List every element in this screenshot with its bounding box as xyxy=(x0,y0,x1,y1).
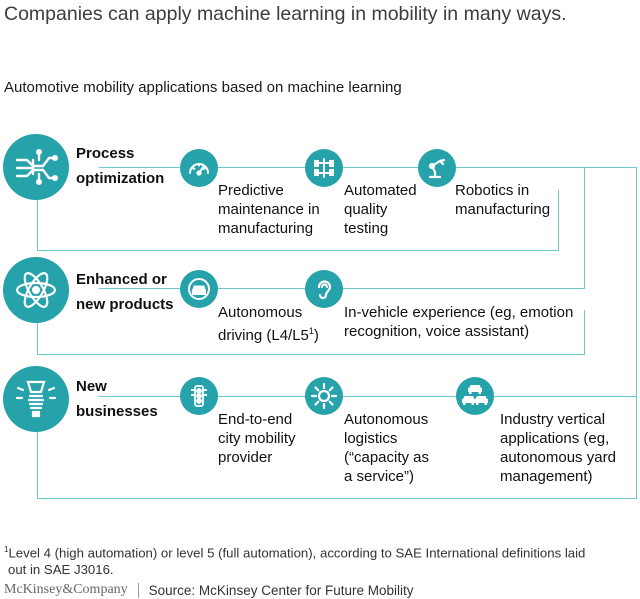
source-text: Source: McKinsey Center for Future Mobil… xyxy=(148,582,414,598)
app-label-in-vehicle-experience: In-vehicle experience (eg, emotion recog… xyxy=(344,304,574,340)
ear-icon xyxy=(305,270,343,308)
mckinsey-logo: McKinsey&Company xyxy=(4,582,128,597)
connector-line-right xyxy=(636,167,637,499)
two-cars-icon xyxy=(456,377,494,415)
footnote-ref: 1 xyxy=(308,326,314,336)
category-label-process-optimization: Process optimization xyxy=(76,145,165,187)
category-label-new-businesses: New businesses xyxy=(76,378,158,420)
car-icon xyxy=(180,270,218,308)
traffic-light-icon xyxy=(180,377,218,415)
footnote: 1Level 4 (high automation) or level 5 (f… xyxy=(4,545,586,578)
app-label-automated-quality-testing: Automated quality testing xyxy=(344,182,417,237)
process-frame xyxy=(37,190,559,251)
connector-line-bottom xyxy=(99,396,637,397)
app-label-robotics-in-manufacturing: Robotics in manufacturing xyxy=(455,182,551,218)
speedometer-icon xyxy=(180,149,218,187)
products-frame xyxy=(37,310,585,355)
footer: McKinsey&Company Source: McKinsey Center… xyxy=(4,582,414,598)
page-subtitle: Automotive mobility applications based o… xyxy=(4,79,402,96)
robot-arm-icon xyxy=(418,149,456,187)
gear-network-icon xyxy=(305,377,343,415)
app-label-industry-vertical: Industry vertical applications (eg, auto… xyxy=(500,411,616,485)
lightbulb-icon xyxy=(3,366,69,432)
connector-line-top xyxy=(99,167,637,168)
app-label-predictive-maintenance: Predictive maintenance in manufacturing xyxy=(218,182,320,237)
category-label-enhanced-products: Enhanced or new products xyxy=(76,271,174,313)
app-label-autonomous-driving: Autonomous driving (L4/L51) xyxy=(218,304,319,344)
connector-line-mid-vertical xyxy=(584,167,585,288)
page-title: Companies can apply machine learning in … xyxy=(4,3,567,25)
circuit-icon xyxy=(3,134,69,200)
chassis-icon xyxy=(305,149,343,187)
atom-icon xyxy=(3,257,69,323)
app-label-autonomous-logistics: Autonomous logistics (“capacity as a ser… xyxy=(344,411,430,485)
app-label-end-to-end-mobility: End-to-end city mobility provider xyxy=(218,411,296,466)
footer-divider xyxy=(137,582,139,598)
